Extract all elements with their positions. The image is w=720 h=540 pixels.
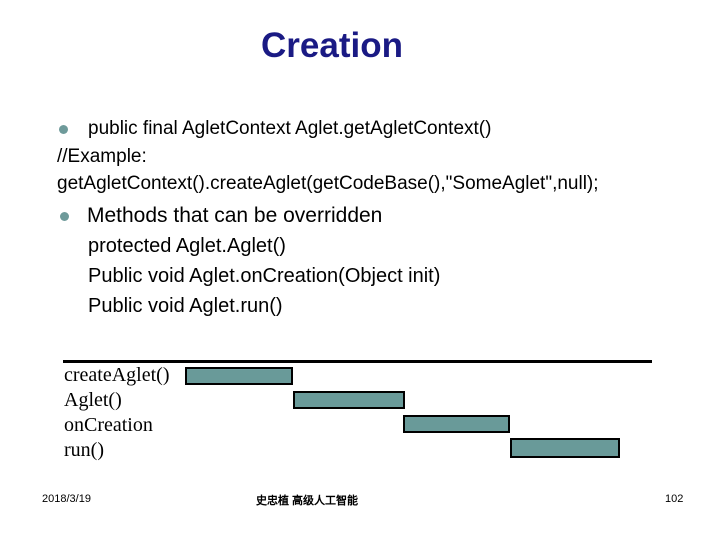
timeline-label-run: run() bbox=[64, 439, 104, 461]
timeline-label-aglet: Aglet() bbox=[64, 389, 122, 411]
footer-course-label: 史忠植 高级人工智能 bbox=[255, 495, 359, 507]
timeline-bar-run bbox=[510, 438, 620, 458]
footer-page-number: 102 bbox=[665, 493, 684, 505]
timeline-label-createaglet: createAglet() bbox=[64, 364, 170, 386]
bullet-item-1: public final AgletContext Aglet.getAglet… bbox=[88, 118, 492, 139]
page-title: Creation bbox=[261, 26, 403, 65]
code-example-line: getAgletContext().createAglet(getCodeBas… bbox=[57, 173, 599, 194]
timeline-bar-aglet bbox=[293, 391, 405, 409]
timeline-label-oncreation: onCreation bbox=[64, 414, 153, 436]
method-line-oncreation: Public void Aglet.onCreation(Object init… bbox=[88, 265, 441, 287]
timeline-divider-line bbox=[63, 360, 652, 363]
bullet-item-2: Methods that can be overridden bbox=[87, 204, 383, 227]
method-line-constructor: protected Aglet.Aglet() bbox=[88, 235, 286, 257]
bullet-icon bbox=[59, 125, 68, 134]
method-line-run: Public void Aglet.run() bbox=[88, 295, 283, 317]
timeline-bar-oncreation bbox=[403, 415, 510, 433]
code-comment-line: //Example: bbox=[57, 146, 147, 167]
bullet-icon bbox=[60, 212, 69, 221]
footer-date: 2018/3/19 bbox=[42, 493, 91, 505]
timeline-bar-createaglet bbox=[185, 367, 293, 385]
